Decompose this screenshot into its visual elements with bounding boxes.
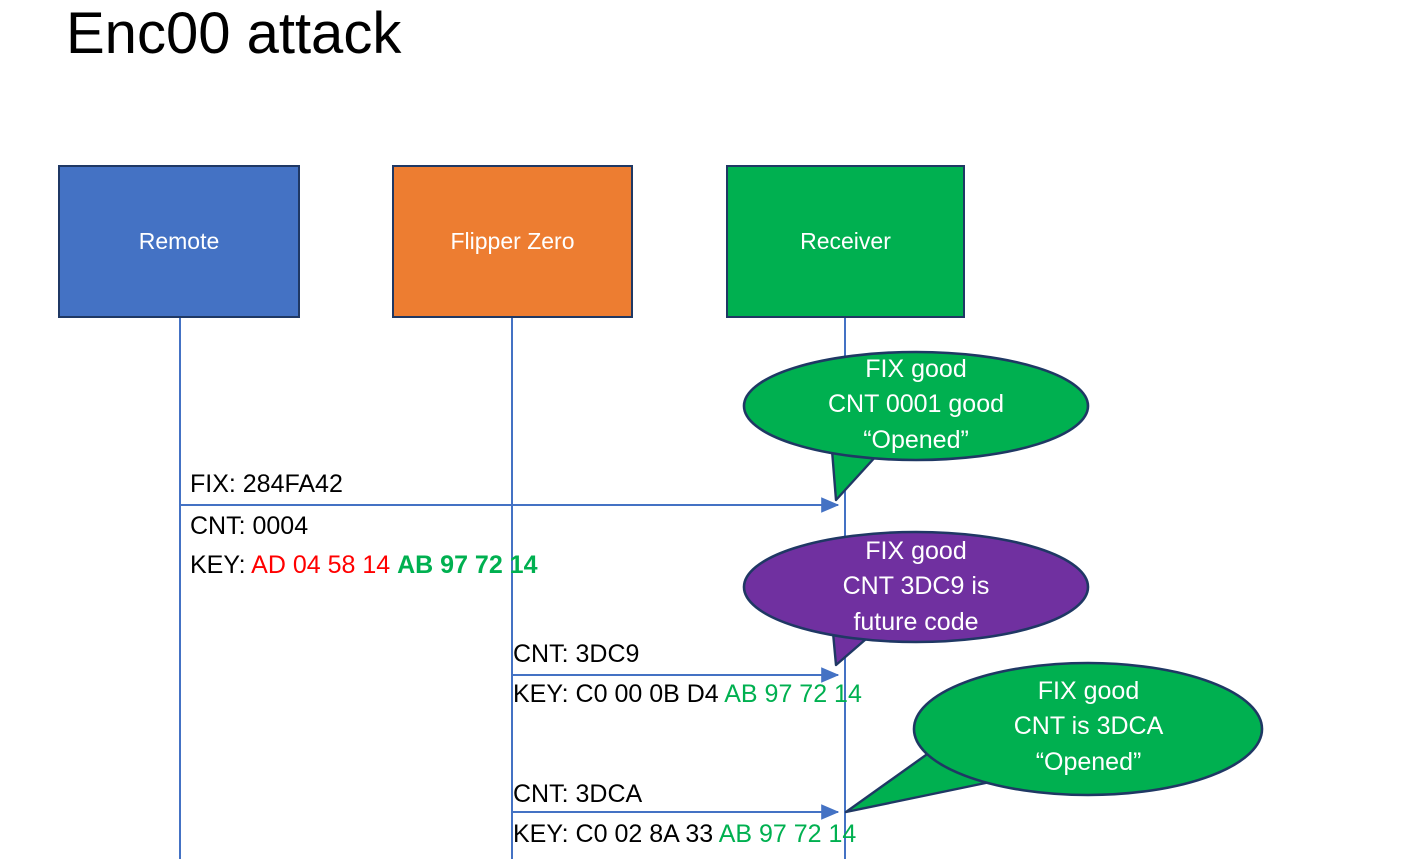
key-green-bytes: AB 97 72 14	[397, 551, 538, 579]
callout-line: CNT 3DC9 is	[842, 572, 990, 601]
message-label-cnt-3dc9: CNT: 3DC9	[513, 640, 640, 668]
key-green-bytes: AB 97 72 14	[718, 820, 857, 848]
actor-label-flipper: Flipper Zero	[450, 228, 575, 254]
message-label-key-3dca: KEY: C0 02 8A 33 AB 97 72 14	[513, 820, 856, 849]
message-label-cnt-0004: CNT: 0004	[190, 512, 309, 540]
message-label-fix: FIX: 284FA42	[190, 470, 343, 498]
actor-box-flipper[interactable]: Flipper Zero	[392, 165, 633, 318]
key-prefix: KEY:	[190, 551, 252, 579]
actor-label-receiver: Receiver	[800, 228, 891, 254]
actor-box-receiver[interactable]: Receiver	[726, 165, 965, 318]
callout-future-code[interactable]: FIX good CNT 3DC9 is future code	[744, 532, 1088, 642]
page-title: Enc00 attack	[66, 1, 402, 66]
message-label-cnt-3dca: CNT: 3DCA	[513, 780, 643, 808]
callout-line: FIX good	[865, 536, 967, 565]
message-label-key-0004: KEY: AD 04 58 14 AB 97 72 14	[190, 551, 537, 580]
key-red-bytes: AD 04 58 14	[251, 551, 398, 579]
callout-line: CNT is 3DCA	[1013, 712, 1164, 741]
key-prefix: KEY: C0 02 8A 33	[513, 820, 719, 848]
key-prefix: KEY: C0 00 0B D4	[513, 680, 725, 708]
callout-cnt-3dca[interactable]: FIX good CNT is 3DCA “Opened”	[915, 663, 1262, 795]
callout-future-code-shape	[742, 530, 1090, 667]
actor-box-remote[interactable]: Remote	[58, 165, 300, 318]
callout-fix-cnt-0001[interactable]: FIX good CNT 0001 good “Opened”	[744, 352, 1088, 460]
key-green-bytes: AB 97 72 14	[724, 680, 862, 708]
callout-fix-cnt-0001-shape	[742, 350, 1090, 502]
callout-line: “Opened”	[1035, 747, 1142, 776]
callout-line: “Opened”	[863, 425, 969, 454]
callout-line: FIX good	[1037, 676, 1140, 705]
callout-line: FIX good	[865, 354, 967, 383]
callout-cnt-3dca-shape	[844, 661, 1264, 814]
callout-line: future code	[853, 607, 979, 636]
callout-line: CNT 0001 good	[827, 390, 1005, 419]
message-label-key-3dc9: KEY: C0 00 0B D4 AB 97 72 14	[513, 680, 862, 709]
actor-label-remote: Remote	[138, 228, 220, 254]
